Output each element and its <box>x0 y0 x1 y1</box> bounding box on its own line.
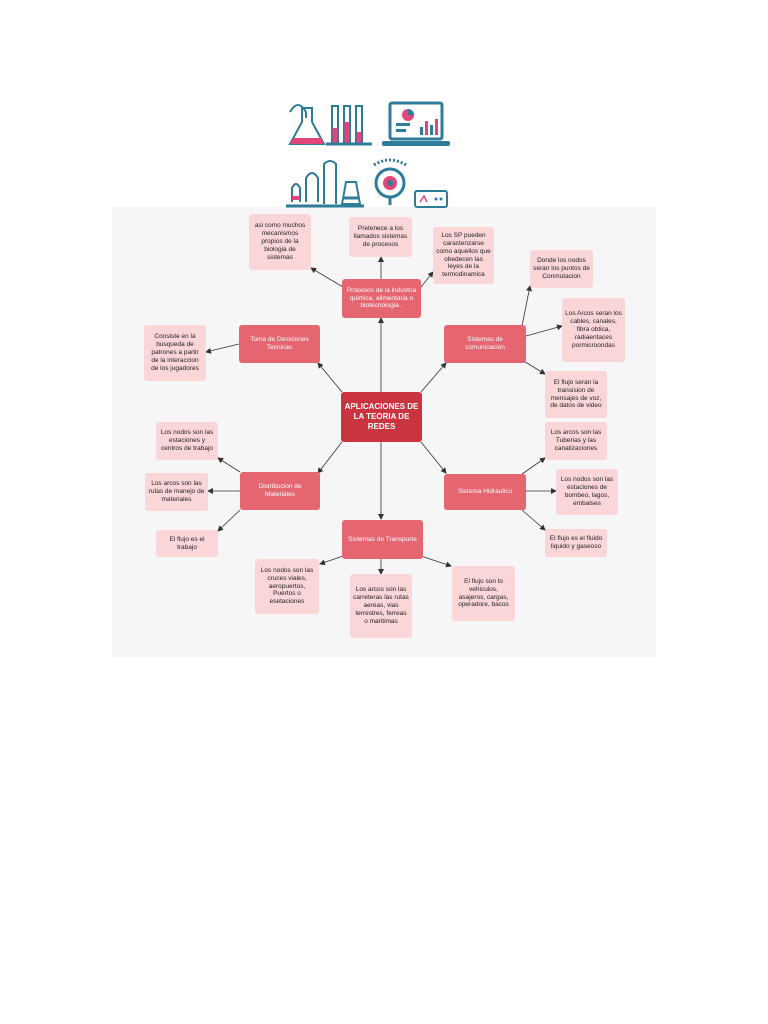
leaf-hid-flujo: El flujo es el fluido liquido y gaseoso <box>545 529 607 557</box>
edge-toma-leaf1 <box>205 343 240 354</box>
edge-hid-leaf3 <box>521 509 546 531</box>
edge-com-leaf3 <box>521 359 546 375</box>
leaf-com-flujo: El flujo seran la transision de mensajes… <box>545 371 607 418</box>
leaf-trans-flujo: El flujo son lo vehiculos, asajeros, car… <box>452 566 515 621</box>
topic-distribucion-materiales: Distribucion de Materiales <box>240 472 320 510</box>
topic-toma-desiciones: Toma de Desiciones Tecnicas <box>239 325 320 363</box>
topic-procesos: Procesos de la industria quimica, alimen… <box>342 279 421 318</box>
edge-center-distribucion <box>317 441 343 474</box>
lab-apparatus-icon <box>286 160 364 208</box>
topic-sistemas-comunicacion: Sistemas de comunicacion <box>444 325 526 363</box>
edge-trans-leaf1 <box>319 555 344 566</box>
leaf-dist-nodos: Los nodos son las estaciones y centros d… <box>156 422 218 460</box>
topic-sistemas-transporte: Sistemas de Transporte <box>342 520 423 559</box>
edge-com-leaf1 <box>521 285 532 327</box>
edge-trans-leaf3 <box>420 555 452 568</box>
edge-center-comunicacion <box>420 362 447 393</box>
leaf-procesos-sp: Los SP pueden caractenzarse como aquello… <box>433 227 494 284</box>
edge-center-hidraulico <box>420 441 447 474</box>
leaf-procesos-biologia: asi como muchos mecanismos propios de la… <box>249 214 311 270</box>
flask-tubes-icon <box>288 104 372 146</box>
leaf-hid-nodos: Los nodos son las estaciones de bombeo, … <box>556 469 618 515</box>
central-topic: APLICACIONES DE LA TEORIA DE REDES <box>341 392 422 442</box>
leaf-dist-flujo: El flujo es el trabajo <box>156 530 218 557</box>
monitor-icon <box>414 190 448 208</box>
edge-procesos-leaf1 <box>310 267 344 288</box>
leaf-hid-arcos: Los arcos son las Tuberias y las canaliz… <box>545 422 607 460</box>
edge-dist-leaf3 <box>217 509 241 532</box>
edge-procesos-leaf3 <box>420 271 434 288</box>
leaf-trans-arcos: Los arcos son las carreteras las rutas a… <box>350 574 412 638</box>
edge-dist-leaf1 <box>217 457 241 473</box>
gauge-icon <box>373 158 407 205</box>
edge-center-toma <box>317 362 343 393</box>
leaf-dist-arcos: Los arcos son las rutas de manejo de mat… <box>145 473 208 511</box>
topic-sistema-hidraulico: Sistema Hidraulico <box>444 474 526 510</box>
edge-com-leaf2 <box>525 324 563 337</box>
edge-hid-leaf1 <box>521 457 546 475</box>
laptop-chart-icon <box>382 101 450 146</box>
leaf-toma-patrones: Consiste en la busqueda de patrones a pa… <box>144 325 206 381</box>
leaf-procesos-pretenece: Pretenece a los llamados sistemas de pro… <box>349 217 412 257</box>
leaf-com-nodos: Donde los nodos seran los puntos de Conm… <box>530 250 593 288</box>
leaf-com-arcos: Los Arcos seran los cables, canales, fib… <box>562 298 625 362</box>
leaf-trans-nodos: Los nodos son las cruces viales, aeropue… <box>255 559 319 614</box>
